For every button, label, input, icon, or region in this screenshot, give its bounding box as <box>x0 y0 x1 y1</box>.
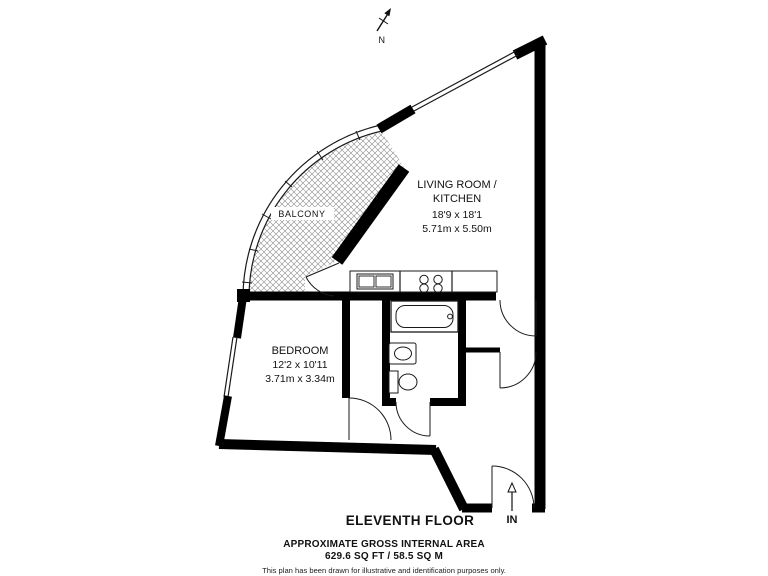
floor-title: ELEVENTH FLOOR <box>346 513 475 528</box>
living-kitchen-label: LIVING ROOM / KITCHEN 18'9 x 18'1 5.71m … <box>417 179 497 235</box>
hall-entry-door <box>499 299 537 337</box>
living-room-dims-ft: 18'9 x 18'1 <box>432 209 482 221</box>
north-compass-icon: N <box>376 8 391 45</box>
basin-icon <box>388 342 417 365</box>
area-value: 629.6 SQ FT / 58.5 SQ M <box>325 551 443 562</box>
bedroom-dims-ft: 12'2 x 10'11 <box>272 359 327 371</box>
balcony-label-bg <box>271 207 334 220</box>
exterior-walls <box>215 35 548 513</box>
living-room-name-line2: KITCHEN <box>433 193 481 205</box>
balcony-door <box>305 262 340 297</box>
balcony-window-outer <box>242 124 382 299</box>
disclaimer: This plan has been drawn for illustrativ… <box>262 566 506 575</box>
bathroom-fixtures <box>388 300 459 394</box>
balcony-window-inner <box>248 130 383 299</box>
compass-label: N <box>378 35 385 45</box>
kitchen-sink-icon <box>356 273 394 290</box>
area-heading: APPROXIMATE GROSS INTERNAL AREA <box>283 539 485 550</box>
balcony-label: BALCONY <box>278 209 325 219</box>
bedroom-door <box>348 397 392 441</box>
entrance-label: IN <box>507 514 518 526</box>
bedroom-name: BEDROOM <box>272 345 329 357</box>
living-room-name-line1: LIVING ROOM / <box>417 179 497 191</box>
closet-door <box>499 351 537 389</box>
footer: ELEVENTH FLOOR APPROXIMATE GROSS INTERNA… <box>262 513 506 575</box>
bathtub-icon <box>390 300 459 333</box>
entrance-arrow-icon <box>507 481 517 511</box>
interior-walls <box>243 291 540 406</box>
door-swings <box>305 262 537 509</box>
toilet-icon <box>388 370 418 394</box>
entrance-door <box>491 465 535 509</box>
kitchen-counter <box>349 270 498 293</box>
living-room-dims-m: 5.71m x 5.50m <box>422 223 492 235</box>
bathroom-door <box>395 401 431 437</box>
bedroom-dims-m: 3.71m x 3.34m <box>265 373 335 385</box>
window-mullions <box>241 130 361 284</box>
hob-icon <box>419 274 443 293</box>
bedroom-label: BEDROOM 12'2 x 10'11 3.71m x 3.34m <box>265 345 335 385</box>
